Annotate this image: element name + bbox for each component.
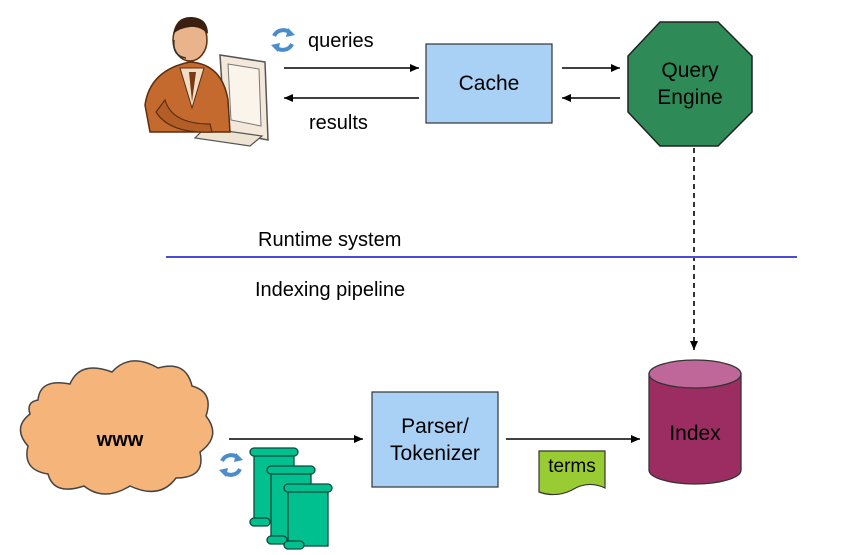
- terms-document-shape: [538, 450, 606, 496]
- query-engine-label-line1: Query: [661, 59, 719, 82]
- terms-label: terms: [548, 456, 596, 477]
- parser-label-line2: Tokenizer: [390, 441, 480, 465]
- query-engine-octagon: [627, 21, 753, 147]
- indexing-pipeline-label: Indexing pipeline: [255, 279, 406, 301]
- index-label: Index: [669, 422, 721, 445]
- query-engine-label: Query Engine: [628, 22, 752, 146]
- refresh-icon-documents: [219, 453, 243, 477]
- cache-label: Cache: [458, 71, 520, 95]
- refresh-icon: [271, 28, 295, 52]
- cache-box: [425, 43, 553, 124]
- www-cloud: [19, 360, 214, 495]
- query-engine-label-line2: Engine: [657, 86, 723, 109]
- parser-tokenizer-box: [371, 391, 499, 488]
- parser-label-line1: Parser/: [401, 414, 469, 438]
- parser-tokenizer-label: Parser/ Tokenizer: [372, 392, 498, 487]
- runtime-system-label: Runtime system: [258, 229, 402, 251]
- user-at-computer-icon: [144, 16, 269, 147]
- documents-scrolls-icon: [249, 447, 333, 550]
- index-cylinder: [648, 359, 742, 485]
- www-label: www: [96, 429, 144, 451]
- results-label: results: [309, 112, 368, 134]
- queries-label: queries: [308, 30, 374, 52]
